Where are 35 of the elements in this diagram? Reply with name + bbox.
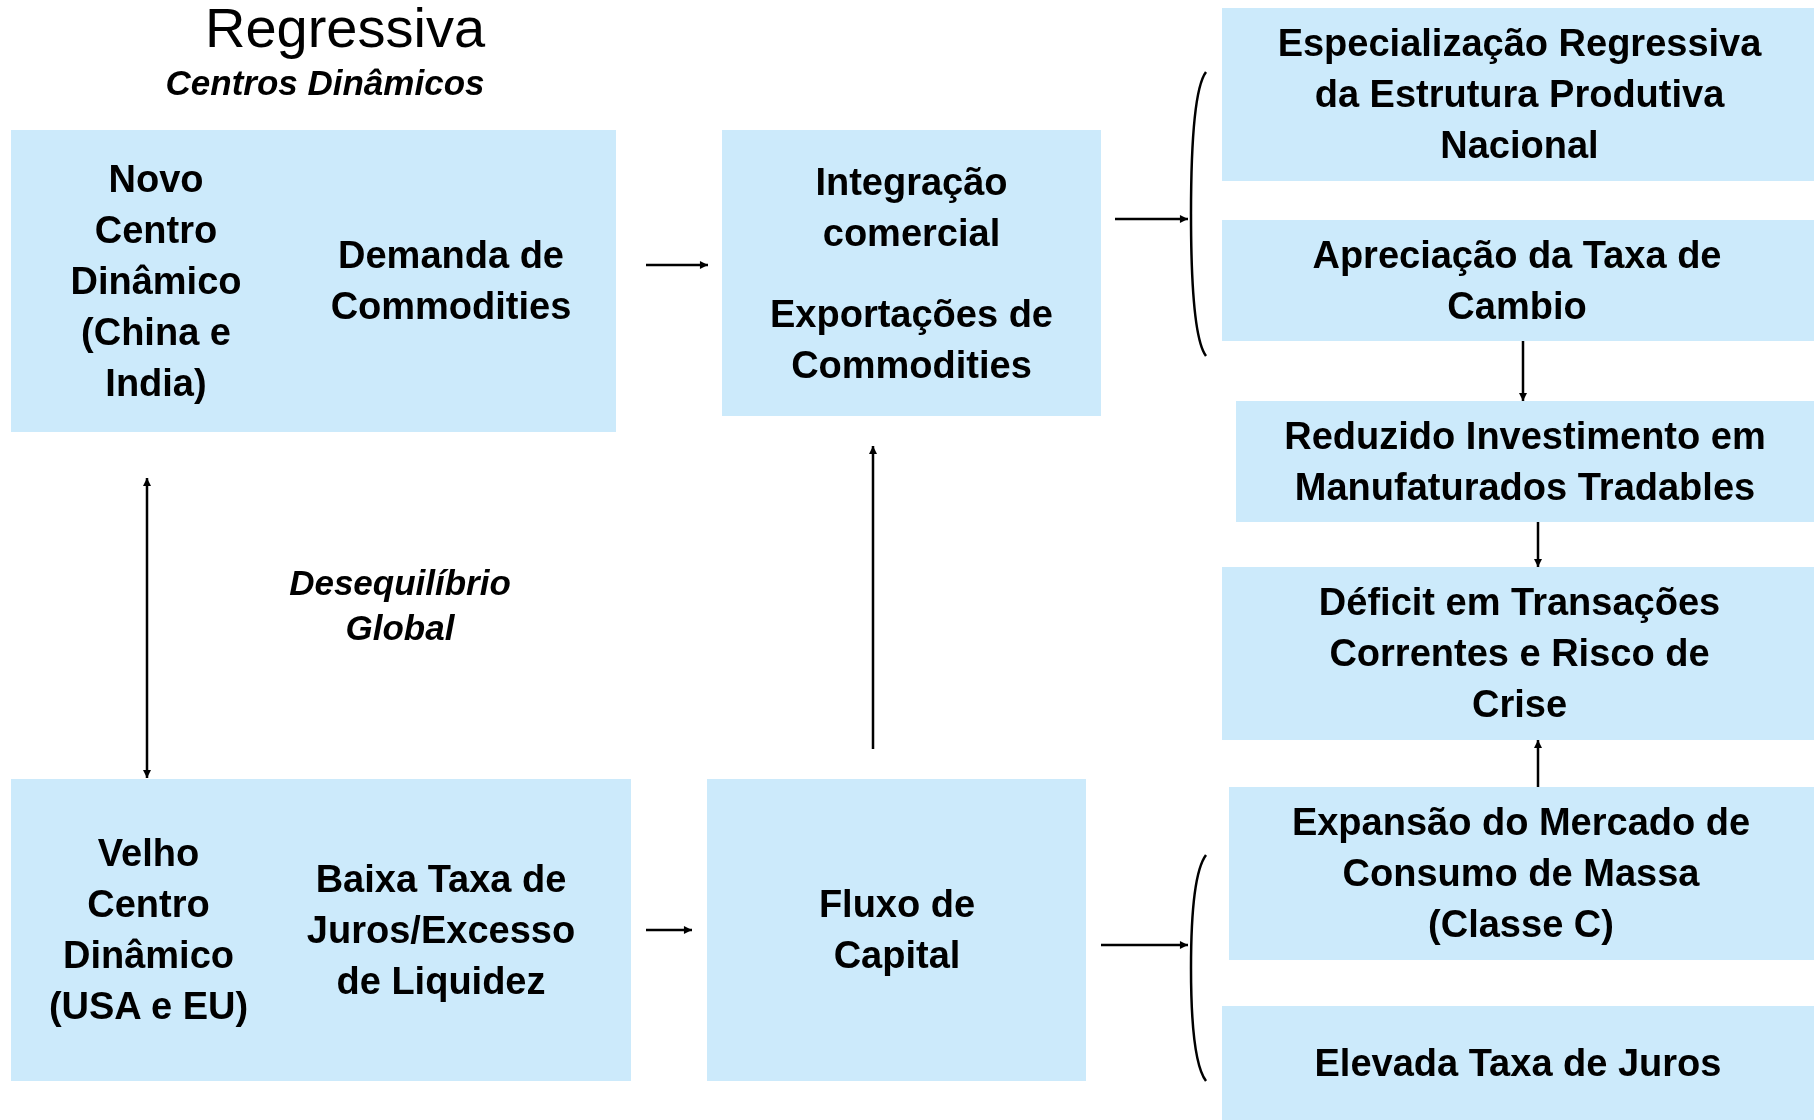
node-text: Apreciação da Taxa de Cambio: [1311, 232, 1723, 329]
arrow: [1519, 341, 1527, 401]
process-box: [11, 779, 631, 1081]
arrow: [646, 926, 692, 934]
node-text: Expansão do Mercado de Consumo de Massa (Classe C): [1290, 800, 1752, 947]
process-box: [722, 130, 1101, 416]
process-box: [1236, 401, 1814, 522]
process-box: [707, 779, 1086, 1081]
title: Regressiva: [203, 0, 487, 58]
node-text: Reduzido Investimento em Manufaturados Tradables: [1283, 413, 1767, 510]
arrow: [1534, 522, 1542, 567]
note-label: Desequilíbrio Global: [288, 562, 512, 649]
node-text: Integração comercial: [814, 160, 1009, 256]
node-text: Exportações de Commodities: [769, 292, 1054, 388]
node-text: Fluxo de Capital: [817, 882, 977, 978]
arrow: [143, 478, 151, 778]
node-text: Baixa Taxa de Juros/Excesso de Liquidez: [305, 856, 577, 1004]
arrow: [869, 446, 877, 749]
node-text: Especialização Regressiva da Estrutura Produtiva Nacional: [1276, 21, 1763, 168]
arrow: [1101, 941, 1188, 949]
process-box: [1222, 1006, 1814, 1120]
heading-label: Centros Dinâmicos: [164, 62, 486, 104]
process-box: [1222, 567, 1814, 740]
arrow: [646, 261, 708, 269]
process-box: [1222, 8, 1814, 181]
arrow: [1534, 740, 1542, 787]
process-box: [1222, 220, 1814, 341]
process-box: [11, 130, 616, 432]
node-text: Demanda de Commodities: [329, 233, 573, 329]
process-box: [1229, 787, 1814, 960]
arrow: [1115, 215, 1188, 223]
node-text: Déficit em Transações Correntes e Risco de Crise: [1317, 580, 1722, 727]
node-text: Velho Centro Dinâmico (USA e EU): [47, 831, 250, 1029]
node-text: Novo Centro Dinâmico (China e India): [69, 156, 243, 406]
node-text: Elevada Taxa de Juros: [1314, 1040, 1722, 1086]
